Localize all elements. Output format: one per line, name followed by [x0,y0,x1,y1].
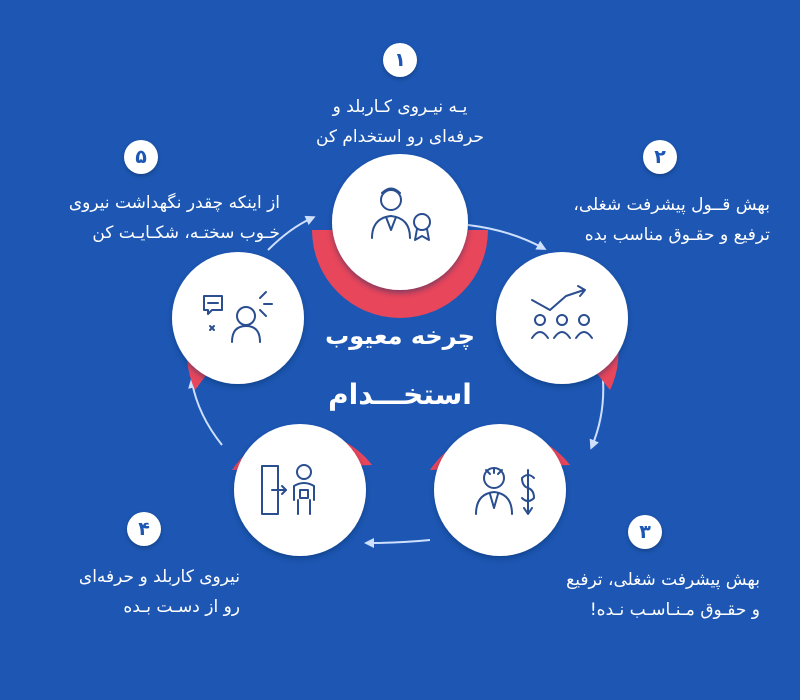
title-line-1: چرخه معیوب [325,322,475,350]
arrow-3-to-4 [364,537,431,548]
arrow-1-to-2 [467,224,547,250]
step-1-label-line-2: حرفه‌ای رو استخدام کن [315,127,485,147]
step-2-circle [496,252,628,384]
employee-leaving-door-icon [261,464,315,515]
step-5-label: از اینکه چقدر نگهداشت نیروی خـوب سختـه، … [15,188,280,248]
step-3-circle [434,424,566,556]
step-5-node [172,252,304,390]
step-4-label-line-2: رو از دسـت بـده [123,597,240,617]
cycle-arrows [188,215,605,548]
arrow-5-to-1 [267,215,316,251]
step-5-label-line-1: از اینکه چقدر نگهداشت نیروی [68,193,280,213]
employee-award-icon [371,187,431,241]
step-3-number-badge: ۳ [628,515,662,549]
step-2-label: بهش قــول پیشرفت شغلی، ترفیع و حقـوق منا… [530,190,770,250]
arrow-4-to-5 [188,378,223,446]
step-3-label: بهش پیشرفت شغلی، ترفیع و حقـوق مـنـاسـب … [520,565,760,625]
step-3-node [430,424,570,556]
step-5-number-badge: ۵ [124,140,158,174]
step-4-label: نیروی کاربلد و حرفه‌ای رو از دسـت بـده [40,562,240,622]
step-1-label: یـه نیـروی کـاربلد و حرفه‌ای رو استخدام … [300,92,500,152]
step-1-label-line-1: یـه نیـروی کـاربلد و [332,97,468,117]
step-4-label-line-1: نیروی کاربلد و حرفه‌ای [78,567,240,587]
step-2-node [496,252,628,390]
step-4-number-badge: ۴ [127,512,161,546]
complaining-person-icon [203,291,273,343]
step-4-node [232,424,372,556]
step-1-circle [332,154,468,290]
step-2-label-line-2: ترفیع و حقـوق مناسب بده [584,225,770,245]
step-1-node [312,154,488,318]
stressed-employee-salary-icon [475,467,535,515]
title-line-2: استخـــدام [328,378,472,411]
step-1-number-badge: ۱ [383,43,417,77]
step-2-number-badge: ۲ [643,140,677,174]
step-2-label-line-1: بهش قــول پیشرفت شغلی، [573,195,770,215]
step-3-label-line-1: بهش پیشرفت شغلی، ترفیع [566,570,760,590]
step-3-label-line-2: و حقـوق مـنـاسـب نـده! [589,600,760,620]
arrow-2-to-3 [589,379,605,450]
step-5-label-line-2: خـوب سختـه، شکـایـت کن [92,223,280,243]
career-growth-chart-icon [531,285,593,339]
